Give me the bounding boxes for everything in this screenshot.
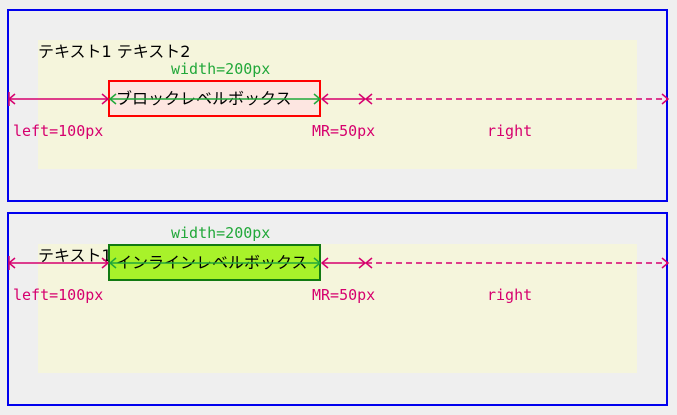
inline-level-diagram-panel [7,212,668,406]
inline-left-label: left=100px [13,286,104,304]
block-level-diagram-panel [7,9,668,202]
inline-margin-right-arrow [320,257,367,269]
block-width-arrow [108,93,322,105]
block-text-line: テキスト1 テキスト2 [38,42,191,61]
inline-right-label: right [487,286,533,304]
block-left-label: left=100px [13,122,104,140]
block-margin-right-arrow [320,93,367,105]
inline-width-arrow [108,257,322,269]
inline-text-before: テキスト1 [38,246,112,265]
inline-width-label: width=200px [171,224,271,242]
block-margin-right-label: MR=50px [312,122,376,140]
block-right-arrow [364,93,670,105]
block-left-arrow [7,92,110,106]
inline-right-arrow [364,257,670,269]
inline-left-arrow [7,256,110,270]
inline-margin-right-label: MR=50px [312,286,376,304]
block-width-label: width=200px [171,60,271,78]
block-right-label: right [487,122,533,140]
